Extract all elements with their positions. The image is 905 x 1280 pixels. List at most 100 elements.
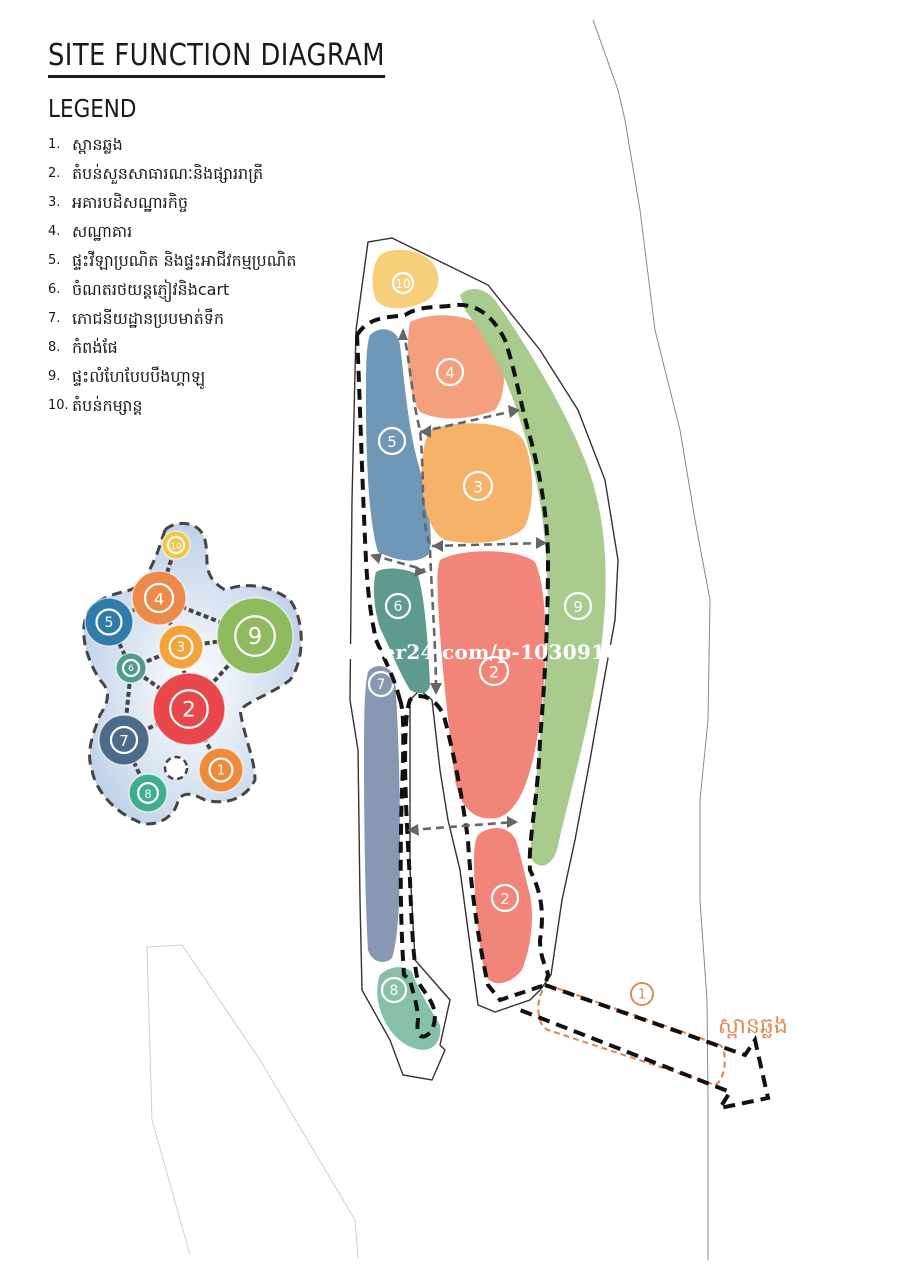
bubble-number: 6 (128, 664, 134, 674)
bubble-ring (168, 634, 194, 660)
zone-2-south (474, 828, 533, 984)
zone-label-8: 8 (380, 976, 408, 1004)
zone-ring (380, 976, 408, 1004)
bridge: 1 (519, 982, 771, 1111)
bubble-circle (216, 597, 294, 675)
bubble-ring (121, 658, 141, 678)
zone-ring (367, 670, 395, 698)
zone-ring (462, 470, 494, 502)
bridge-outline (537, 983, 726, 1087)
legend-heading: LEGEND (48, 94, 137, 123)
zone-number: 9 (573, 598, 583, 616)
land-contour-line (146, 944, 359, 1259)
bubble-ring (137, 782, 159, 804)
legend-item: 8.កំពង់ផែ (48, 333, 322, 362)
path-line (409, 820, 516, 832)
bubble-circle (131, 570, 187, 626)
bridge-arrow (519, 983, 771, 1111)
legend-number: 3. (48, 195, 61, 210)
bridge-number: 1 (638, 988, 646, 1003)
zone-label-6: 6 (384, 592, 412, 620)
legend-number: 6. (48, 282, 61, 297)
zone-number: 2 (500, 890, 510, 908)
zone-number: 4 (445, 364, 455, 382)
arrow-head (507, 816, 518, 828)
legend-number: 9. (48, 369, 61, 384)
zone-label-7: 7 (367, 670, 395, 698)
arrow-head (536, 537, 547, 549)
bubble-number: 8 (144, 787, 151, 801)
bubble-ring (169, 689, 209, 729)
legend-label: ផ្ទះលំហែបែបបឹងហ្គាឡូ (72, 367, 206, 386)
legend-number: 5. (48, 253, 61, 268)
zone-number: 5 (387, 433, 397, 451)
zone-4 (407, 315, 504, 419)
arrow-head (430, 683, 442, 695)
bubble-node-1: 1 (198, 747, 244, 793)
zone-9 (460, 288, 606, 866)
bridge-label: ស្ពានឆ្លង (718, 1014, 788, 1039)
watermark: khmer24.com/p-1030916 (332, 640, 620, 664)
path-line (431, 541, 546, 548)
legend-label: ភោជនីយដ្ឋានប្របមាត់ទឹក (72, 309, 225, 328)
legend-number: 8. (48, 340, 61, 355)
zone-5 (366, 329, 431, 561)
bubble-circle (152, 672, 226, 746)
legend-label: តំបន់សួនសាធារណៈនិងផ្សាររាត្រី (72, 164, 264, 183)
bubble-circle (198, 747, 244, 793)
zone-10 (372, 249, 439, 309)
bubble-number: 1 (217, 764, 225, 779)
zone-ring (391, 271, 415, 295)
zone-ring (563, 591, 593, 621)
legend-item: 3. អគារបដិសណ្ឋារកិច្ច (48, 188, 322, 217)
bubble-number: 5 (104, 615, 113, 631)
legend-item: 6. ចំណតរថយន្តភ្ញៀវនិងcart (48, 275, 322, 304)
legend-label: ស្ពានឆ្លង (72, 135, 123, 154)
zone-label-2b: 2 (490, 883, 520, 913)
path-line (428, 549, 438, 691)
bubble-cloud-hole (163, 755, 189, 781)
page-title: SITE FUNCTION DIAGRAM (48, 38, 385, 78)
legend-item: 2.តំបន់សួនសាធារណៈនិងផ្សាររាត្រី (48, 159, 322, 188)
arrow-head (432, 540, 443, 552)
bubble-number: 4 (154, 590, 164, 609)
path-arrowheads (370, 328, 547, 836)
legend-label: អគារបដិសណ្ឋារកិច្ច (72, 193, 189, 212)
legend-item: 10.តំបន់កម្សាន្ត (48, 391, 322, 420)
zone-ring (478, 655, 510, 687)
bubble-ring (109, 725, 139, 755)
bubble-circle (161, 530, 191, 560)
zone-number: 6 (394, 599, 403, 615)
bubble-number: 3 (177, 641, 185, 656)
bubble-circle (98, 714, 150, 766)
zone-number: 10 (395, 277, 410, 291)
zone-3 (421, 423, 533, 543)
zone-number: 8 (390, 983, 399, 999)
bubble-ring (234, 615, 276, 657)
arrow-head (370, 553, 382, 564)
legend-number: 1. (48, 137, 61, 152)
bubble-number: 9 (248, 624, 263, 650)
zone-label-4: 4 (435, 357, 465, 387)
legend-item: 5.ផ្ទះវីឡាប្រណិត និងផ្ទះអាជីវកម្មប្រណិត (48, 246, 322, 275)
legend-label: ចំណតរថយន្តភ្ញៀវនិងcart (72, 280, 230, 299)
bubble-number: 7 (119, 732, 129, 750)
zone-8 (377, 967, 441, 1050)
bubble-node-2: 2 (152, 672, 226, 746)
zone-ring (384, 592, 412, 620)
arrow-head (407, 824, 419, 836)
zone-ring (490, 883, 520, 913)
legend-item: 9. ផ្ទះលំហែបែបបឹងហ្គាឡូ (48, 362, 322, 391)
zone-label-9: 9 (563, 591, 593, 621)
bubble-node-7: 7 (98, 714, 150, 766)
zone-number: 7 (377, 677, 386, 693)
bubble-node-8: 8 (128, 773, 168, 813)
bubble-node-3: 3 (158, 624, 204, 670)
arrow-head (398, 328, 408, 340)
main-road-path (355, 302, 551, 1039)
legend-number: 7. (48, 311, 61, 326)
